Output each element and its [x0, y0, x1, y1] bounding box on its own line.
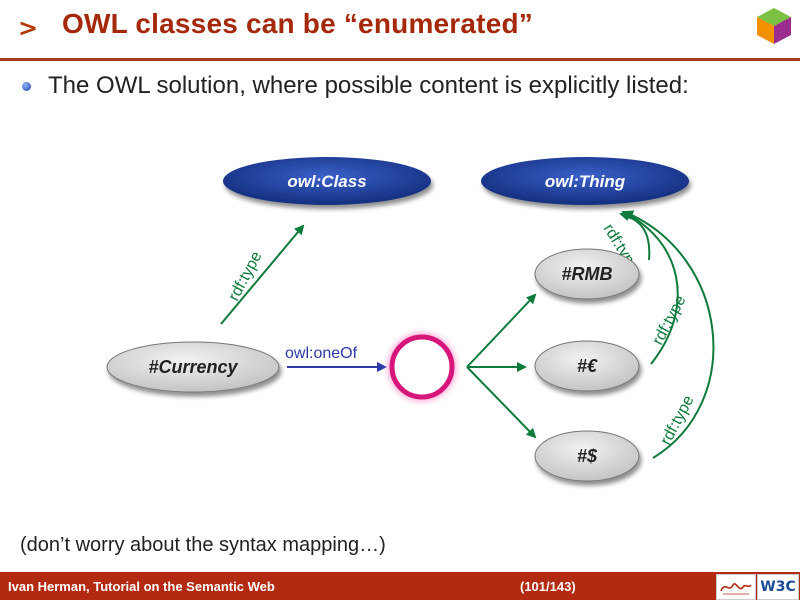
footnote: (don’t worry about the syntax mapping…)	[20, 534, 386, 556]
owl-enumeration-diagram: rdf:type owl:oneOf rdf:type rdf:type rdf…	[106, 157, 715, 482]
edge-dollar-type-thing	[623, 210, 715, 459]
w3c-logo[interactable]: W3C	[757, 574, 799, 600]
nav-arrow[interactable]: >	[18, 14, 39, 42]
node-euro	[534, 340, 640, 392]
node-label-rmb: #RMB	[561, 264, 612, 284]
edge-currency-type-class	[220, 224, 305, 325]
node-label-owl-class: owl:Class	[287, 172, 366, 191]
node-rmb	[534, 248, 640, 300]
slide-title: OWL classes can be “enumerated”	[62, 8, 533, 39]
rdf-cube-logo-icon	[757, 8, 791, 44]
bullet-text: The OWL solution, where possible content…	[48, 72, 689, 99]
slide-header: > OWL classes can be “enumerated”	[0, 0, 800, 58]
edge-list-rmb	[466, 293, 537, 368]
signature-logo-icon	[716, 574, 756, 600]
edge-list-dollar	[466, 366, 537, 439]
list-ring-node	[387, 332, 457, 402]
node-label-euro: #€	[577, 356, 598, 376]
node-label-owl-thing: owl:Thing	[545, 172, 626, 191]
node-currency	[106, 341, 280, 393]
node-owl-thing	[481, 157, 689, 205]
edge-euro-type-thing	[621, 210, 679, 365]
node-dollar	[534, 430, 640, 482]
node-label-dollar: #$	[577, 446, 598, 466]
footer-author-title: Ivan Herman, Tutorial on the Semantic We…	[8, 579, 275, 594]
slide-footer: Ivan Herman, Tutorial on the Semantic We…	[0, 572, 800, 600]
bullet-icon	[22, 82, 31, 91]
footer-page-number: (101/143)	[520, 579, 576, 594]
header-rule	[0, 58, 800, 61]
edge-label-one-of: owl:oneOf	[285, 345, 358, 362]
node-label-currency: #Currency	[148, 357, 238, 377]
node-owl-class	[223, 157, 431, 205]
edge-label-rdf-type-3: rdf:type	[650, 293, 690, 348]
